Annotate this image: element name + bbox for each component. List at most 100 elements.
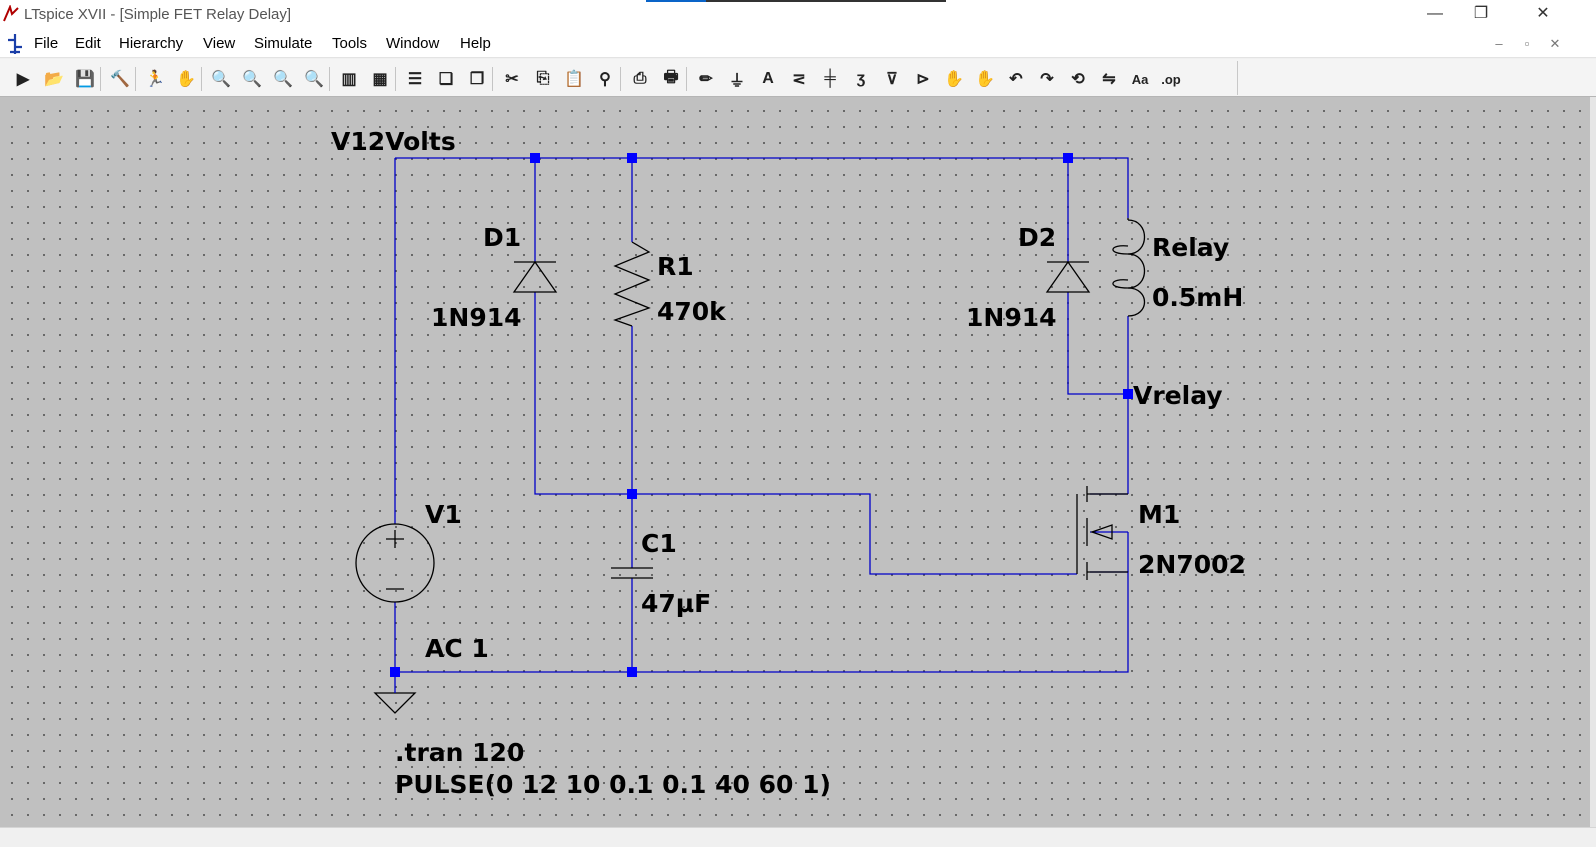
autorange-button[interactable]: ▥ <box>336 66 362 92</box>
close-button[interactable]: ✕ <box>1536 5 1550 22</box>
zoom-out-icon: 🔍 <box>273 71 293 88</box>
schematic-canvas[interactable]: V12Volts D1 1N914 R1 470k D2 1N914 Relay… <box>0 97 1596 827</box>
junction-d2-top <box>1063 153 1073 163</box>
menu-view[interactable]: View <box>203 35 236 52</box>
tile-horizontal-button[interactable]: ☰ <box>402 66 428 92</box>
zoom-in-button[interactable]: 🔍 <box>208 66 234 92</box>
menu-simulate[interactable]: Simulate <box>254 35 313 52</box>
zoom-cancel-button[interactable]: 🔍 <box>301 66 327 92</box>
control-panel-button[interactable]: 🔨 <box>107 66 133 92</box>
inductor-button[interactable]: ʒ <box>848 66 874 92</box>
schematic-doc-icon[interactable] <box>4 32 26 56</box>
wire-top-rail <box>395 157 1129 218</box>
c1-symbol[interactable] <box>611 567 653 579</box>
menu-tools[interactable]: Tools <box>332 35 368 52</box>
relay-symbol[interactable] <box>1112 218 1145 317</box>
junction-r1-top <box>627 153 637 163</box>
toolbar-separator <box>100 67 101 91</box>
diode-button[interactable]: ⊽ <box>879 66 905 92</box>
relay-value-label[interactable]: 0.5mH <box>1152 283 1243 312</box>
print-setup-button[interactable]: ⎙ <box>627 66 653 92</box>
mdi-restore-button[interactable]: ▫ <box>1524 36 1530 51</box>
rotate-button[interactable]: ⟲ <box>1065 66 1091 92</box>
maximize-button[interactable]: ❐ <box>1473 5 1489 22</box>
copy-icon: ⎘ <box>536 70 550 87</box>
net-label-v12volts[interactable]: V12Volts <box>331 127 456 156</box>
resistor-icon: ⋜ <box>792 71 806 88</box>
mirror-button[interactable]: ⇋ <box>1096 66 1122 92</box>
component-icon: ⊳ <box>916 71 930 88</box>
capacitor-button[interactable]: ╪ <box>817 66 843 92</box>
junction-vrelay <box>1123 389 1133 399</box>
waveform-icon: ▦ <box>372 71 388 88</box>
label-net-button[interactable]: A <box>755 66 781 92</box>
zoom-in-icon: 🔍 <box>211 71 231 88</box>
resistor-button[interactable]: ⋜ <box>786 66 812 92</box>
tile-vertical-button[interactable]: ❐ <box>464 66 490 92</box>
c1-ref-label[interactable]: C1 <box>641 529 677 558</box>
ground-icon: ⏚ <box>728 73 745 90</box>
d1-ref-label[interactable]: D1 <box>483 223 521 252</box>
minimize-button[interactable]: — <box>1427 5 1443 22</box>
r1-symbol[interactable] <box>613 241 651 327</box>
undo-button[interactable]: ↶ <box>1003 66 1029 92</box>
d2-ref-label[interactable]: D2 <box>1018 223 1056 252</box>
copy-button[interactable]: ⎘ <box>530 66 556 92</box>
m1-value-label[interactable]: 2N7002 <box>1138 550 1246 579</box>
menu-edit[interactable]: Edit <box>75 35 101 52</box>
pulse-directive[interactable]: PULSE(0 12 10 0.1 0.1 40 60 1) <box>395 770 831 799</box>
d2-symbol[interactable] <box>1045 260 1091 293</box>
redo-button[interactable]: ↷ <box>1034 66 1060 92</box>
draw-wire-button[interactable]: ✏ <box>693 66 719 92</box>
menu-window[interactable]: Window <box>386 35 440 52</box>
d1-value-label[interactable]: 1N914 <box>431 303 522 332</box>
zoom-cancel-icon: 🔍 <box>304 71 324 88</box>
tran-directive[interactable]: .tran 120 <box>395 738 524 767</box>
spice-directive-button[interactable]: .op <box>1158 66 1184 92</box>
c1-value-label[interactable]: 47µF <box>641 589 711 618</box>
menu-hierarchy[interactable]: Hierarchy <box>119 35 184 52</box>
v1-value-label[interactable]: AC 1 <box>425 634 489 663</box>
m1-ref-label[interactable]: M1 <box>1138 500 1180 529</box>
mdi-close-button[interactable]: ✕ <box>1549 36 1561 51</box>
ground-button[interactable]: ⏚ <box>724 66 750 92</box>
cascade-button[interactable]: ❏ <box>433 66 459 92</box>
halt-button[interactable]: 🏃 <box>142 66 168 92</box>
move-button[interactable]: ✋ <box>941 66 967 92</box>
v1-symbol[interactable] <box>355 523 435 603</box>
waveform-button[interactable]: ▦ <box>367 66 393 92</box>
cut-button[interactable]: ✂ <box>499 66 525 92</box>
draw-wire-icon: ✏ <box>699 71 713 88</box>
print-button[interactable]: 🖶 <box>658 66 684 92</box>
net-label-vrelay[interactable]: Vrelay <box>1133 381 1223 410</box>
wire-d2-bottom <box>1067 292 1128 395</box>
relay-ref-label[interactable]: Relay <box>1152 233 1229 262</box>
menu-file[interactable]: File <box>34 35 59 52</box>
open-icon: 📂 <box>44 71 64 88</box>
r1-value-label[interactable]: 470k <box>657 297 727 326</box>
d2-value-label[interactable]: 1N914 <box>966 303 1057 332</box>
drag-button[interactable]: ✋ <box>972 66 998 92</box>
m1-symbol[interactable] <box>1076 486 1128 580</box>
open-button[interactable]: 📂 <box>41 66 67 92</box>
d1-symbol[interactable] <box>512 260 558 293</box>
r1-ref-label[interactable]: R1 <box>657 252 694 281</box>
menu-help[interactable]: Help <box>460 35 491 52</box>
find-button[interactable]: ⚲ <box>592 66 618 92</box>
v1-ref-label[interactable]: V1 <box>425 500 462 529</box>
zoom-full-button[interactable]: 🔍 <box>239 66 265 92</box>
canvas-edge <box>1590 97 1596 827</box>
run-button[interactable]: ▶ <box>10 66 36 92</box>
mdi-minimize-button[interactable]: – <box>1495 36 1503 51</box>
tile-horizontal-icon: ☰ <box>407 71 423 88</box>
zoom-out-button[interactable]: 🔍 <box>270 66 296 92</box>
print-setup-icon: ⎙ <box>633 70 647 87</box>
control-panel-icon: 🔨 <box>110 71 130 88</box>
save-button[interactable]: 💾 <box>72 66 98 92</box>
junction-gnd <box>390 667 400 677</box>
ground-symbol[interactable] <box>373 692 417 714</box>
component-button[interactable]: ⊳ <box>910 66 936 92</box>
text-button[interactable]: Aa <box>1127 66 1153 92</box>
paste-button[interactable]: 📋 <box>561 66 587 92</box>
pan-button[interactable]: ✋ <box>173 66 199 92</box>
